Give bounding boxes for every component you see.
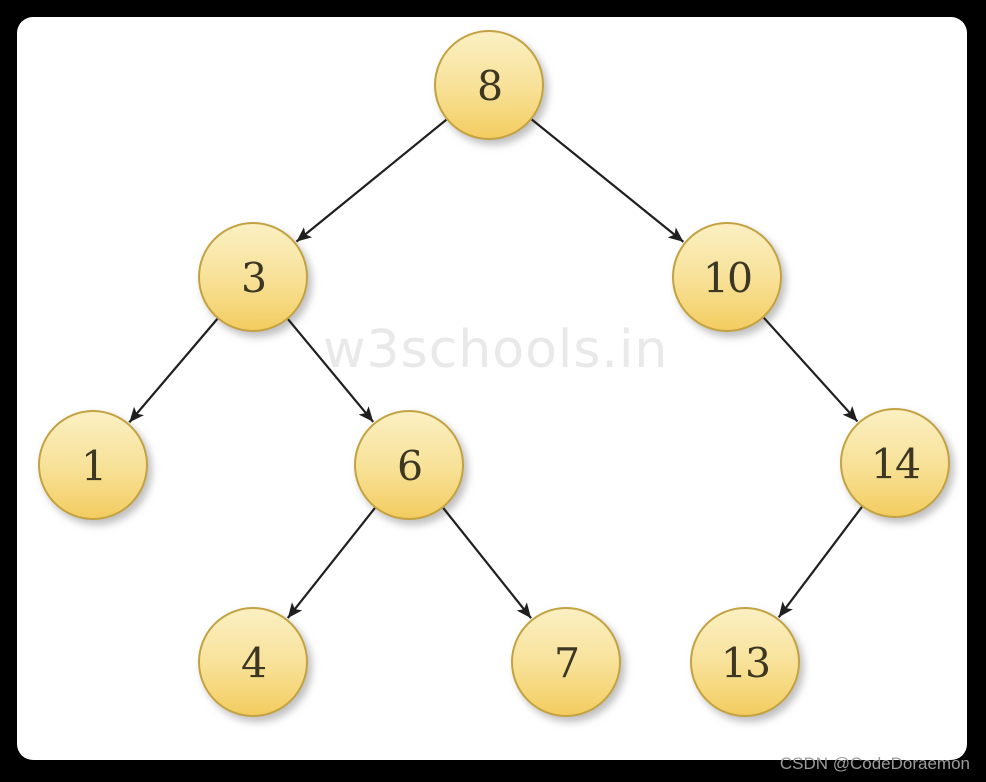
tree-edge-6-7 bbox=[442, 507, 532, 619]
tree-node-circle bbox=[690, 607, 800, 717]
tree-node-circle bbox=[672, 222, 782, 332]
watermark-w3schools: w3schools.in bbox=[323, 320, 669, 380]
tree-node-value: 6 bbox=[397, 443, 421, 491]
tree-node-14: 14 bbox=[840, 408, 950, 518]
tree-node-circle bbox=[38, 410, 148, 520]
tree-node-value: 4 bbox=[241, 640, 266, 688]
tree-edge-10-14 bbox=[763, 317, 859, 423]
tree-node-circle bbox=[198, 222, 308, 332]
tree-node-1: 1 bbox=[38, 410, 148, 520]
diagram-canvas: w3schools.in bbox=[17, 17, 967, 760]
tree-node-value: 1 bbox=[81, 443, 105, 491]
tree-node-value: 10 bbox=[703, 255, 751, 303]
watermark-csdn: CSDN @CodeDoraemon bbox=[779, 754, 970, 773]
tree-node-13: 13 bbox=[690, 607, 800, 717]
tree-node-value: 7 bbox=[554, 640, 578, 688]
tree-node-value: 13 bbox=[721, 640, 769, 688]
tree-node-8: 8 bbox=[434, 30, 544, 140]
tree-node-value: 14 bbox=[871, 441, 920, 489]
tree-node-6: 6 bbox=[354, 410, 464, 520]
tree-node-value: 3 bbox=[241, 255, 265, 303]
tree-edge-6-4 bbox=[286, 507, 376, 619]
tree-node-3: 3 bbox=[198, 222, 308, 332]
tree-edge-3-6 bbox=[287, 318, 375, 423]
tree-node-circle bbox=[434, 30, 544, 140]
tree-edge-8-3 bbox=[295, 118, 448, 243]
tree-edge-14-13 bbox=[777, 506, 863, 618]
tree-node-7: 7 bbox=[511, 607, 621, 717]
tree-node-circle bbox=[354, 410, 464, 520]
tree-node-10: 10 bbox=[672, 222, 782, 332]
tree-edge-8-10 bbox=[531, 118, 685, 243]
tree-node-circle bbox=[840, 408, 950, 518]
tree-node-circle bbox=[511, 607, 621, 717]
tree-edge-3-1 bbox=[128, 318, 219, 424]
tree-node-4: 4 bbox=[198, 607, 308, 717]
tree-node-circle bbox=[198, 607, 308, 717]
tree-node-value: 8 bbox=[477, 63, 501, 111]
